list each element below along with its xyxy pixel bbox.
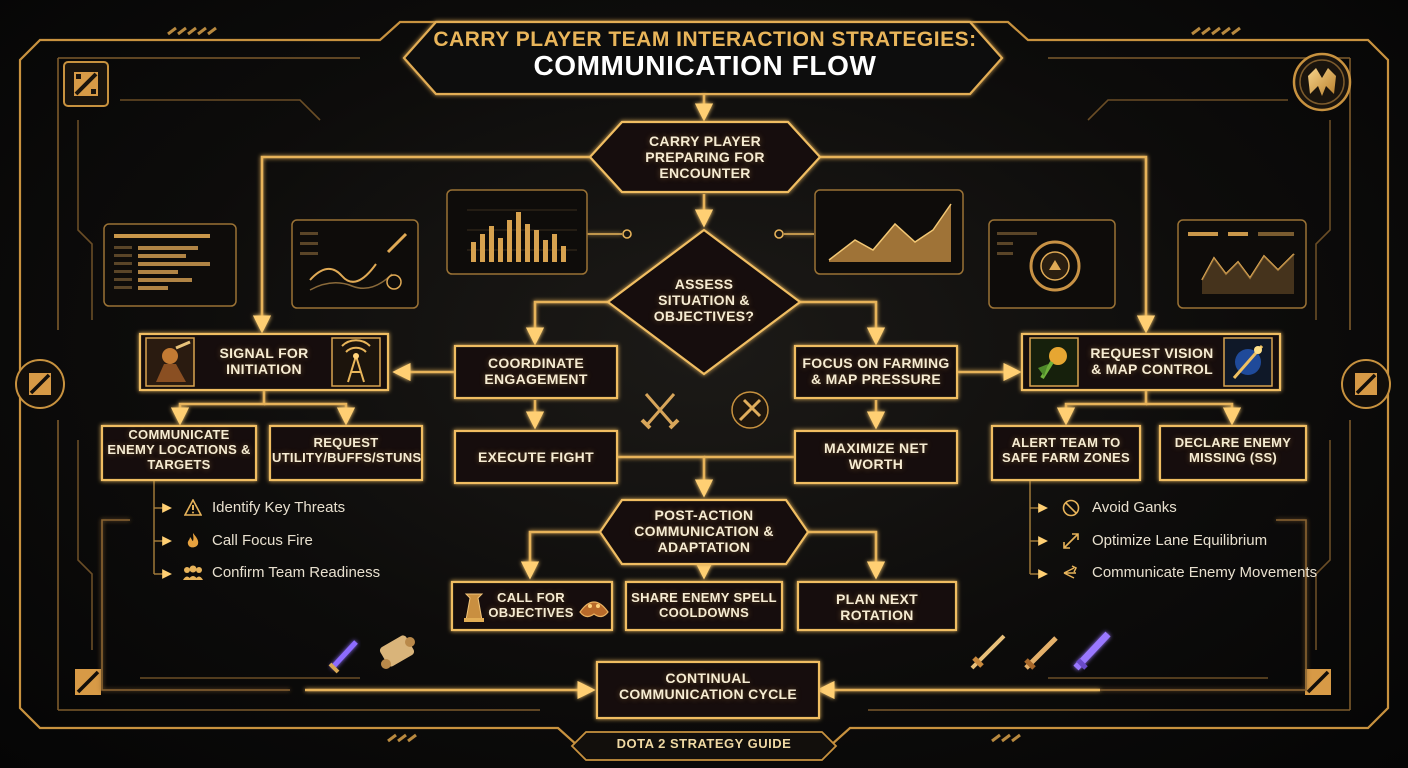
left-subitem-2: Call Focus Fire	[212, 532, 313, 549]
plan-rotation-node: PLAN NEXT ROTATION	[835, 591, 919, 624]
glowing-blade-icon	[1073, 631, 1111, 671]
title-line-1: CARRY PLAYER TEAM INTERACTION STRATEGIES…	[433, 28, 977, 51]
left-subitem-1: Identify Key Threats	[212, 499, 346, 516]
focus-farming-node-shape	[793, 344, 959, 400]
start-node-shape	[588, 120, 822, 194]
dagger-icon	[1024, 636, 1058, 670]
plan-rotation-node-shape	[796, 580, 958, 632]
sword-emblem-icon	[731, 391, 769, 429]
call-objectives-node: CALL FOR OBJECTIVES	[488, 590, 574, 620]
continual-cycle-node-shape	[595, 660, 821, 720]
focus-farming-node: FOCUS ON FARMING & MAP PRESSURE	[802, 355, 950, 388]
right-subitem-3: Communicate Enemy Movements	[1092, 564, 1318, 581]
movement-icon	[1063, 565, 1078, 579]
coordinate-node: COORDINATE ENGAGEMENT	[484, 355, 588, 388]
coordinate-node-shape	[453, 344, 619, 400]
post-action-node-shape	[598, 498, 810, 566]
observer-staff-icon	[1223, 337, 1273, 387]
crossed-swords-icon	[640, 393, 680, 430]
hero-portrait-icon	[145, 337, 195, 387]
dota-logo-icon	[1341, 359, 1391, 409]
dota-logo-icon	[63, 61, 109, 107]
footer-label: DOTA 2 STRATEGY GUIDE	[616, 736, 792, 751]
continual-cycle-node: CONTINUAL COMMUNICATION CYCLE	[618, 670, 798, 703]
right-subitem-2: Optimize Lane Equilibrium	[1092, 532, 1268, 549]
purple-dagger-icon	[328, 640, 358, 674]
declare-missing-node: DECLARE ENEMY MISSING (SS)	[1174, 435, 1292, 465]
communicate-enemy-node-shape	[100, 424, 258, 482]
tower-icon	[464, 593, 484, 622]
arrows-icon	[1063, 533, 1079, 549]
maximize-net-worth-node-shape	[793, 429, 959, 485]
execute-fight-node-shape	[453, 429, 619, 485]
decision-node-shape	[606, 228, 802, 376]
warning-icon	[184, 499, 202, 516]
start-node: CARRY PLAYER PREPARING FOR ENCOUNTER	[645, 133, 765, 182]
signal-tower-icon	[331, 337, 381, 387]
decision-node: ASSESS SITUATION & OBJECTIVES?	[653, 276, 755, 325]
ward-item-icon	[1029, 337, 1079, 387]
no-entry-icon	[1062, 499, 1080, 517]
scroll-icon	[379, 635, 415, 669]
title-line-2: COMMUNICATION FLOW	[533, 50, 877, 81]
execute-fight-node: EXECUTE FIGHT	[478, 449, 594, 465]
alert-team-node-shape	[990, 424, 1142, 482]
roshan-icon	[579, 601, 609, 618]
dota-logo-icon	[75, 669, 101, 695]
communicate-enemy-node: COMMUNICATE ENEMY LOCATIONS & TARGETS	[107, 427, 251, 472]
request-utility-node: REQUEST UTILITY/BUFFS/STUNS	[272, 435, 422, 465]
team-icon	[183, 565, 203, 580]
line-chart-panel	[1177, 219, 1307, 309]
share-cooldowns-node: SHARE ENEMY SPELL COOLDOWNS	[631, 590, 777, 620]
right-subitem-1: Avoid Ganks	[1092, 499, 1177, 516]
area-chart-panel	[814, 189, 964, 275]
trend-panel	[291, 219, 419, 309]
sword-icon	[970, 634, 1006, 670]
flow-connectors	[101, 94, 1307, 700]
radar-panel	[988, 219, 1116, 309]
bar-chart-panel	[446, 189, 588, 275]
post-action-node: POST-ACTION COMMUNICATION & ADAPTATION	[634, 507, 774, 556]
stats-panel-1	[103, 223, 237, 307]
ornate-frame	[18, 20, 1390, 748]
helmet-emblem-icon	[1292, 52, 1352, 112]
footer-banner	[570, 731, 838, 761]
alert-team-node: ALERT TEAM TO SAFE FARM ZONES	[1001, 435, 1130, 465]
signal-initiation-node: SIGNAL FOR INITIATION	[219, 345, 309, 378]
title-banner	[402, 20, 1004, 96]
flame-icon	[187, 533, 199, 548]
request-vision-node: REQUEST VISION & MAP CONTROL	[1090, 345, 1214, 378]
request-utility-node-shape	[268, 424, 424, 482]
declare-missing-node-shape	[1158, 424, 1308, 482]
left-subitem-3: Confirm Team Readiness	[212, 564, 381, 581]
dota-logo-icon	[1305, 669, 1331, 695]
share-cooldowns-node-shape	[624, 580, 784, 632]
dota-logo-icon	[15, 359, 65, 409]
maximize-net-worth-node: MAXIMIZE NET WORTH	[824, 440, 928, 473]
